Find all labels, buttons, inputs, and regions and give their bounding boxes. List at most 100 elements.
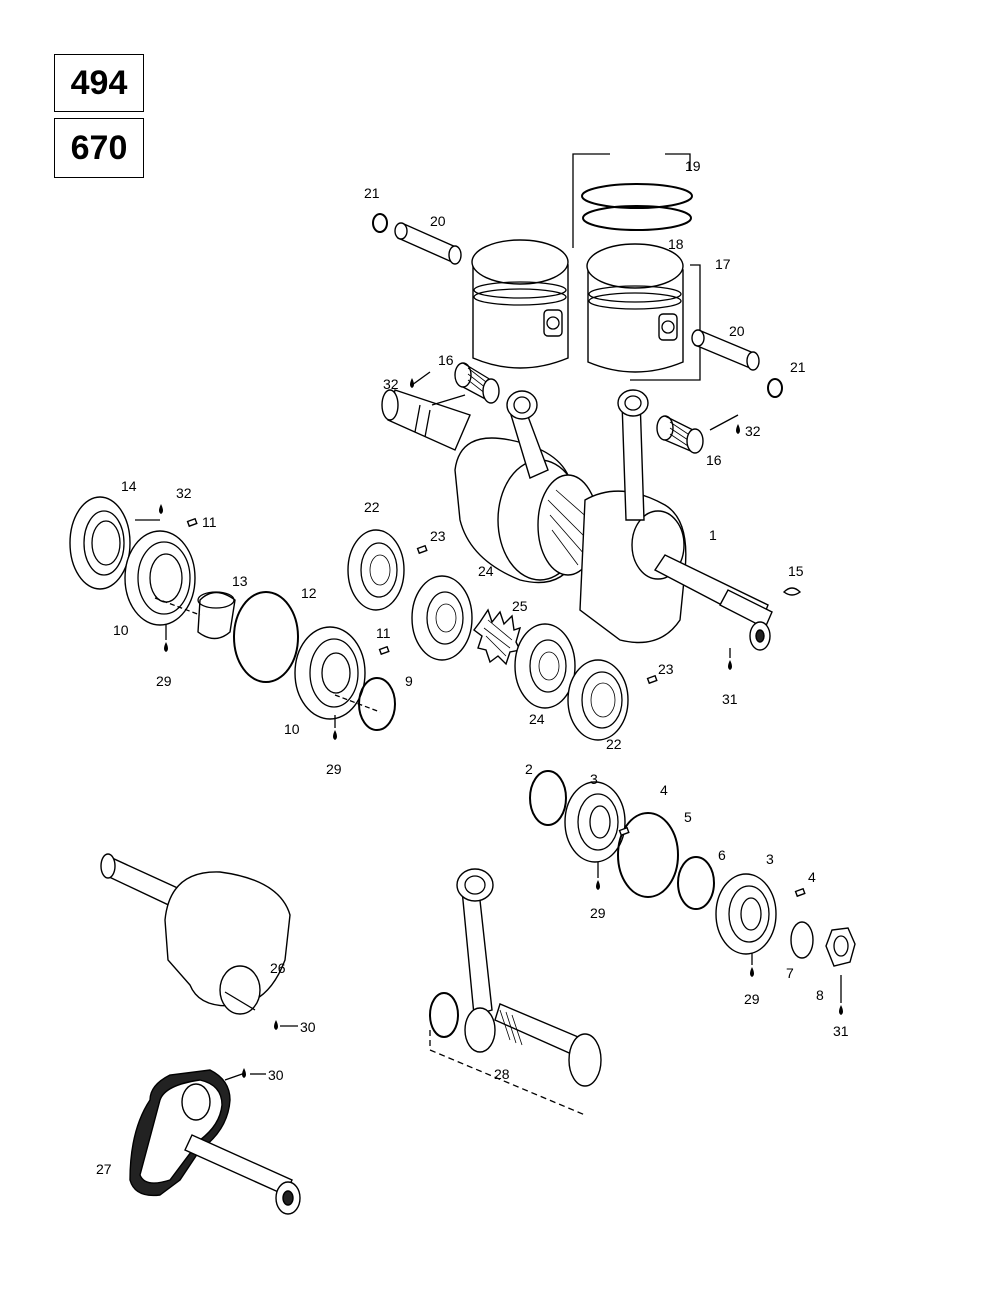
- oil-drop-icon: [750, 967, 754, 977]
- callout-3-upper: 3: [590, 771, 598, 787]
- pin-23-right: [646, 674, 658, 685]
- o-ring-5: [617, 812, 679, 898]
- callout-9: 9: [405, 673, 413, 689]
- callout-24-left: 24: [478, 563, 494, 579]
- nut-8: [825, 927, 856, 967]
- callout-32-seal: 32: [176, 485, 192, 501]
- needle-bearing-left-16: [454, 362, 500, 404]
- callout-29-left: 29: [156, 673, 172, 689]
- piston-ring-18: [582, 205, 692, 231]
- o-ring-12: [233, 591, 299, 683]
- callout-stems: [165, 625, 842, 1075]
- oil-drop-icon: [596, 880, 600, 890]
- callout-labels: 1 2 3 3 4 4 5 6 7 8 9 10 10 11 11 12 13 …: [96, 158, 849, 1177]
- drive-gear-24-right: [514, 623, 576, 709]
- callout-8: 8: [816, 987, 824, 1003]
- pin-4-upper: [618, 826, 630, 837]
- callout-21-left: 21: [364, 185, 380, 201]
- shim-6: [677, 856, 715, 910]
- oil-drop-icon: [736, 424, 740, 434]
- callout-12: 12: [301, 585, 317, 601]
- pin-11-center: [378, 645, 390, 656]
- dashed-leaders: [154, 597, 381, 713]
- callout-15: 15: [788, 563, 804, 579]
- callout-14: 14: [121, 478, 137, 494]
- oil-drop-icon: [242, 1068, 246, 1078]
- callout-4-upper: 4: [660, 782, 668, 798]
- callout-24-right: 24: [529, 711, 545, 727]
- ring-13: [197, 591, 236, 640]
- oil-drop-icon: [159, 504, 163, 514]
- oil-drop-icon: [164, 642, 168, 652]
- callout-5: 5: [684, 809, 692, 825]
- bearing-22-right: [567, 659, 629, 741]
- model-670-label: 670: [70, 128, 128, 167]
- callout-1: 1: [709, 527, 717, 543]
- callout-26: 26: [270, 960, 286, 976]
- callout-25: 25: [512, 598, 528, 614]
- needle-bearing-right-16: [656, 415, 704, 454]
- crankshaft-half-26: [100, 853, 291, 1015]
- callout-20-left: 20: [430, 213, 446, 229]
- callout-22-left: 22: [364, 499, 380, 515]
- callout-32-left: 32: [383, 376, 399, 392]
- callout-27: 27: [96, 1161, 112, 1177]
- piston-ring-19: [581, 183, 693, 209]
- right-piston: [586, 243, 701, 381]
- woodruff-key-15: [782, 587, 802, 596]
- callout-21-right: 21: [790, 359, 806, 375]
- callout-23-right: 23: [658, 661, 674, 677]
- callout-10-left: 10: [113, 622, 129, 638]
- piston-rings-group: [572, 153, 693, 248]
- crankshaft-half-27: [129, 1069, 301, 1215]
- callout-32-right: 32: [745, 423, 761, 439]
- model-494-box: 494: [54, 54, 144, 112]
- callout-4-lower: 4: [808, 869, 816, 885]
- oil-drop-icon: [410, 378, 414, 388]
- oil-drop-icon: [274, 1020, 278, 1030]
- piston-pin-left-20: [394, 222, 462, 265]
- shim-2: [529, 770, 567, 826]
- callout-17: 17: [715, 256, 731, 272]
- callout-22-right: 22: [606, 736, 622, 752]
- model-670-box: 670: [54, 118, 144, 178]
- ball-bearing-3-lower: [715, 873, 777, 955]
- callout-29-center: 29: [326, 761, 342, 777]
- ball-bearing-10-left: [124, 530, 196, 626]
- oil-seal-14: [69, 496, 131, 590]
- callout-3-lower: 3: [766, 851, 774, 867]
- oil-drop-icon: [839, 1005, 843, 1015]
- callout-31-nut: 31: [833, 1023, 849, 1039]
- circlip-right-21: [767, 378, 783, 398]
- callout-16-right: 16: [706, 452, 722, 468]
- callout-2: 2: [525, 761, 533, 777]
- pin-4-lower: [794, 887, 806, 898]
- callout-7: 7: [786, 965, 794, 981]
- circlip-left-21: [372, 213, 388, 233]
- callout-6: 6: [718, 847, 726, 863]
- callout-23-left: 23: [430, 528, 446, 544]
- ball-bearing-3-upper: [564, 781, 626, 863]
- pin-11-left: [186, 517, 198, 528]
- connecting-rod-assembly-28: [429, 868, 602, 1116]
- lock-washer-7: [790, 921, 814, 959]
- callout-leaders: [135, 371, 739, 1081]
- callout-31-right: 31: [722, 691, 738, 707]
- callout-30-lower: 30: [268, 1067, 284, 1083]
- callout-11-left: 11: [202, 514, 217, 530]
- callout-30-upper: 30: [300, 1019, 316, 1035]
- bearing-22-left: [347, 529, 405, 611]
- callout-20-right: 20: [729, 323, 745, 339]
- callout-10-center: 10: [284, 721, 300, 737]
- oil-drop-icon: [728, 660, 732, 670]
- model-494-label: 494: [70, 63, 128, 102]
- callout-11-center: 11: [376, 625, 391, 641]
- oil-drops: [159, 378, 843, 1078]
- gear-25: [473, 608, 522, 666]
- callout-29-lower-right: 29: [744, 991, 760, 1007]
- callout-18: 18: [668, 236, 684, 252]
- crankshaft-assembly-1: [381, 389, 773, 651]
- left-piston: [471, 239, 569, 369]
- callout-19: 19: [685, 158, 701, 174]
- callout-16-left: 16: [438, 352, 454, 368]
